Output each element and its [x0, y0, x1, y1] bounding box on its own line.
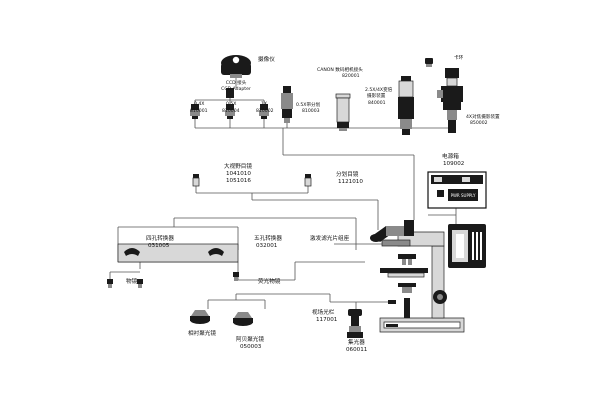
- label-canon-code: 820001: [342, 74, 360, 79]
- label-power-code: 109002: [443, 161, 465, 167]
- label-dark-cond2: 050003: [240, 344, 262, 350]
- photo-4x-unit-icon: [437, 68, 463, 133]
- label-fluor-obj: 荧光物镜: [258, 279, 281, 285]
- objective-icon: [107, 279, 143, 288]
- label-bright-cond: 相衬聚光镜: [188, 331, 216, 337]
- eyepiece-reticle-icon: [304, 174, 312, 187]
- eyepiece-wide-icon: [192, 174, 200, 187]
- split-adapter-icon: [281, 86, 293, 123]
- label-card: 卡环: [454, 56, 464, 61]
- label-canon: CANON 数码相机接头: [317, 68, 363, 73]
- label-split-05-code: 810003: [302, 109, 320, 114]
- adapter-05x-icon: [225, 104, 235, 119]
- adapter-04x-icon: [190, 104, 200, 119]
- abbe-condenser-icon: [233, 312, 253, 326]
- label-zoom-code: 840001: [368, 101, 386, 106]
- label-ad-05: 0.5X: [226, 102, 237, 107]
- fluor-objective-icon: [233, 272, 239, 281]
- nosepiece-4-icon: [117, 243, 239, 263]
- label-eyepiece: 大视野目镜: [224, 164, 252, 170]
- label-zoom-2: 摄影装置: [367, 94, 386, 99]
- ccd-adapter-icon: [226, 88, 234, 98]
- microscope-icon: [370, 220, 486, 333]
- label-power: 电源箱: [442, 154, 459, 160]
- label-ad-1x-code: 810002: [256, 109, 274, 114]
- label-ad-05-code: 810004: [222, 109, 240, 114]
- label-zoom-1: 2.5X/4X变倍: [365, 88, 393, 93]
- label-photo-4x-code: 850002: [470, 121, 488, 126]
- card-ring-icon: [425, 58, 433, 67]
- label-dark-cond1: 阿贝聚光镜: [236, 337, 264, 343]
- label-ad-04: 0.4X: [194, 102, 205, 107]
- power-box-text: PWR SUPPLY: [451, 193, 476, 198]
- camera-icon: [221, 55, 251, 78]
- canon-adapter-icon: [335, 93, 351, 131]
- label-nose5-code: 032001: [256, 243, 278, 249]
- label-condenser: 集光器: [348, 340, 365, 346]
- label-condenser-code: 060011: [346, 347, 368, 353]
- label-eyepiece-code1: 1041010: [226, 171, 251, 177]
- label-ad-04-code: 810001: [190, 109, 208, 114]
- field-stop-icon: [347, 309, 363, 338]
- label-field-stop: 视场光栏: [312, 310, 335, 316]
- phase-condenser-icon: [190, 310, 210, 324]
- label-camera: 摄像仪: [258, 57, 275, 63]
- label-eyepiece-code2: 1051016: [226, 178, 251, 184]
- label-nose4: 四孔转换器: [146, 236, 174, 242]
- label-split-05: 0.5X带分划: [296, 103, 321, 108]
- label-nose4-code: 031005: [148, 243, 170, 249]
- label-nose5: 五孔转换器: [254, 236, 282, 242]
- label-ccd-en: CCD Adapter: [221, 87, 251, 92]
- label-reticle: 分划目镜: [336, 172, 359, 178]
- label-filter: 激发滤光片组座: [310, 236, 350, 242]
- power-box-icon: PWR SUPPLY: [427, 171, 487, 209]
- label-photo-4x: 4X对焦摄影装置: [466, 115, 500, 120]
- label-reticle-code: 1121010: [338, 179, 363, 185]
- adapter-1x-icon: [259, 104, 269, 119]
- zoom-photo-unit-icon: [398, 76, 414, 135]
- label-field-stop-code: 117001: [316, 317, 338, 323]
- label-ad-1x: 1X: [261, 102, 268, 107]
- label-objective: 物镜: [126, 279, 138, 285]
- label-ccd-cn: CCD 接头: [225, 81, 247, 86]
